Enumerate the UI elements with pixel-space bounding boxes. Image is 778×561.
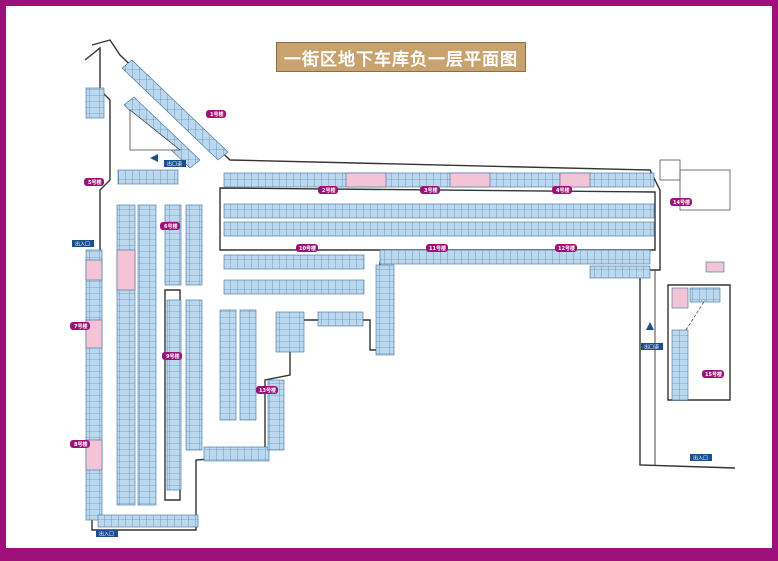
label-8: 8号楼 bbox=[70, 440, 90, 448]
building-label: 7号楼 bbox=[74, 323, 87, 330]
direction-label: 出口道 bbox=[644, 344, 659, 351]
label-4: 4号楼 bbox=[552, 186, 572, 194]
label-10: 10号楼 bbox=[296, 244, 318, 252]
building-label: 6号楼 bbox=[164, 223, 177, 230]
exit-lane-2: 出口道 bbox=[641, 343, 663, 351]
entrance-left: 出入口 bbox=[72, 240, 94, 248]
building-label: 8号楼 bbox=[74, 441, 87, 448]
direction-arrows bbox=[150, 154, 654, 330]
building-label: 1号楼 bbox=[210, 111, 223, 118]
building-label: 4号楼 bbox=[556, 187, 569, 194]
building-label: 15号楼 bbox=[705, 371, 722, 378]
parking-zone-center bbox=[203, 264, 395, 462]
building-label: 14号楼 bbox=[673, 199, 690, 206]
label-13: 13号楼 bbox=[256, 386, 278, 394]
label-9: 9号楼 bbox=[162, 352, 182, 360]
entrance-bottom-left: 出入口 bbox=[96, 530, 118, 538]
label-11: 11号楼 bbox=[426, 244, 448, 252]
building-label: 11号楼 bbox=[429, 245, 446, 252]
arrow-left-icon bbox=[150, 154, 158, 162]
building-label: 9号楼 bbox=[166, 353, 179, 360]
building-label: 12号楼 bbox=[558, 245, 575, 252]
label-2: 2号楼 bbox=[318, 186, 338, 194]
direction-label: 出口道 bbox=[167, 161, 182, 168]
arrow-up-icon bbox=[646, 322, 654, 330]
label-15: 15号楼 bbox=[702, 370, 724, 378]
parking-zone-left bbox=[85, 87, 203, 528]
label-14: 14号楼 bbox=[670, 198, 692, 206]
building-label: 5号楼 bbox=[88, 179, 101, 186]
triangle-open-area bbox=[129, 109, 182, 151]
parking-zone-right bbox=[659, 159, 731, 401]
building-label: 3号楼 bbox=[424, 187, 437, 194]
label-1: 1号楼 bbox=[206, 110, 226, 118]
label-12: 12号楼 bbox=[555, 244, 577, 252]
entrance-label: 出入口 bbox=[75, 241, 90, 248]
label-6: 6号楼 bbox=[160, 222, 180, 230]
page-title: 一街区地下车库负一层平面图 bbox=[276, 42, 526, 72]
label-5: 5号楼 bbox=[84, 178, 104, 186]
entrance-labels: 出入口 出入口 出入口 出口道 出口道 bbox=[72, 160, 712, 538]
parking-zone-middle bbox=[223, 249, 651, 327]
entrance-label: 出入口 bbox=[693, 455, 708, 462]
outer-walls bbox=[84, 39, 736, 531]
building-label: 2号楼 bbox=[322, 187, 335, 194]
entrance-label: 出入口 bbox=[99, 531, 114, 538]
exit-lane-1: 出口道 bbox=[164, 160, 186, 168]
parking-zone-top bbox=[117, 169, 655, 237]
entrance-right: 出入口 bbox=[690, 454, 712, 462]
building-labels: 1号楼 2号楼 3号楼 4号楼 5号楼 6号楼 7号楼 8号楼 9号楼 10号楼… bbox=[70, 110, 724, 448]
label-3: 3号楼 bbox=[420, 186, 440, 194]
building-label: 10号楼 bbox=[299, 245, 316, 252]
building-label: 13号楼 bbox=[259, 387, 276, 394]
label-7: 7号楼 bbox=[70, 322, 90, 330]
ramp-line bbox=[685, 299, 706, 331]
